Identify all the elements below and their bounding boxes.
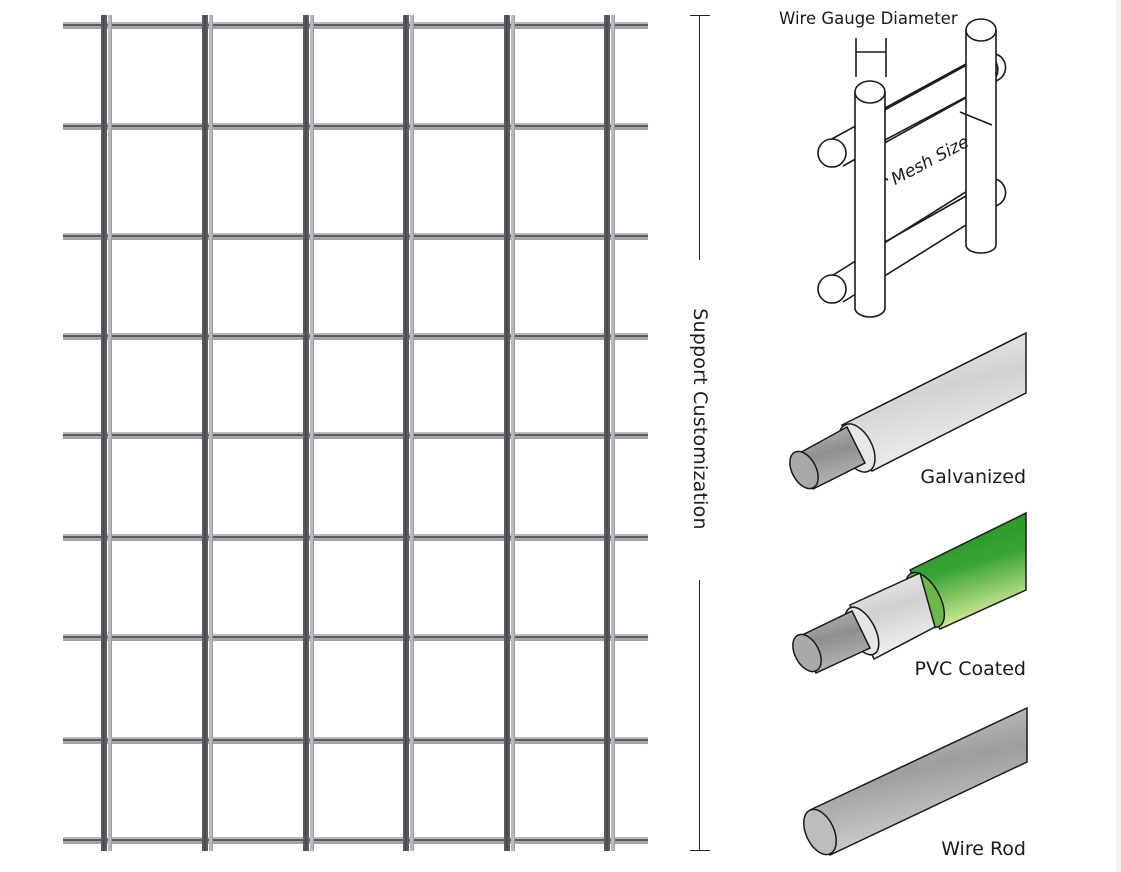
galvanized-label: Galvanized <box>920 466 1026 488</box>
galvanized-wire-icon <box>789 331 1027 491</box>
dimension-bottom-cap <box>690 850 710 851</box>
support-customization-marker: Support Customization <box>689 0 711 872</box>
page-scrollbar[interactable] <box>1116 0 1121 872</box>
dimension-line-bottom <box>699 580 700 850</box>
wire-type-pvc-coated: PVC Coated <box>780 505 1040 685</box>
pvc-coated-label: PVC Coated <box>914 658 1027 680</box>
wire-type-galvanized: Galvanized <box>780 325 1040 495</box>
wire-type-wire-rod: Wire Rod <box>780 700 1040 870</box>
welded-wire-mesh-image <box>63 15 648 851</box>
mesh-spec-diagram: Wire Gauge Diameter Mesh Size <box>770 0 1040 330</box>
wire-rod-icon <box>803 706 1028 857</box>
pvc-coated-wire-icon <box>792 511 1027 674</box>
support-customization-label: Support Customization <box>689 308 711 530</box>
mesh-diagram-icon <box>817 18 1007 318</box>
wire-rod-label: Wire Rod <box>941 838 1026 860</box>
dimension-top-cap <box>690 15 710 16</box>
dimension-line-top <box>699 15 700 260</box>
wire-gauge-diameter-label: Wire Gauge Diameter <box>779 9 958 28</box>
